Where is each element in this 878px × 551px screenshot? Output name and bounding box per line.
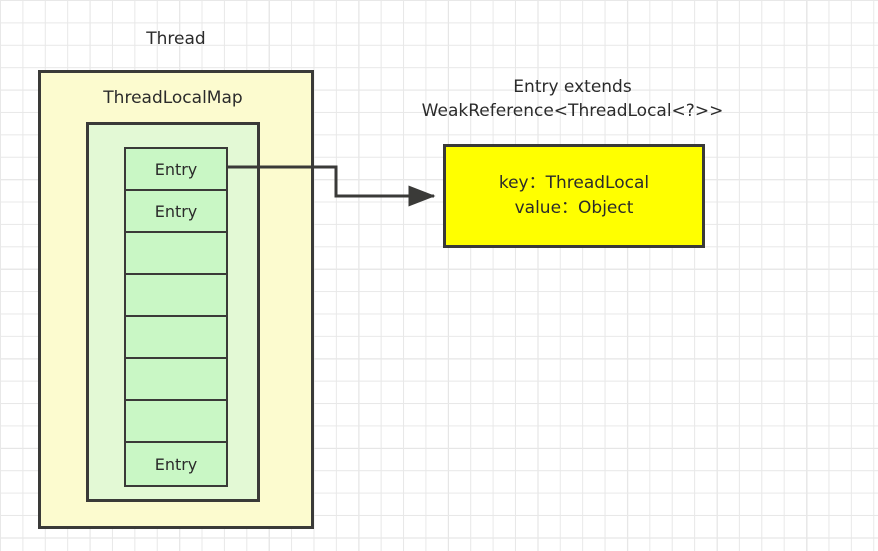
entry-cell[interactable] [126, 275, 226, 317]
entry-value-line: value：Object [514, 198, 634, 218]
entry-object-box: key：ThreadLocal value：Object [443, 144, 705, 248]
entry-cell[interactable]: Entry [126, 443, 226, 485]
entry-cell[interactable] [126, 359, 226, 401]
threadlocalmap-label: ThreadLocalMap [103, 88, 243, 108]
entry-cell[interactable]: Entry [126, 191, 226, 233]
entry-cell[interactable] [126, 317, 226, 359]
entry-table: Entry Entry Entry [124, 147, 228, 487]
thread-label: Thread [146, 29, 206, 49]
entry-cell[interactable] [126, 233, 226, 275]
entry-extends-line2: WeakReference<ThreadLocal<?>> [421, 101, 724, 121]
entry-extends-line1: Entry extends [513, 77, 632, 97]
entry-cell[interactable]: Entry [126, 149, 226, 191]
entry-key-line: key：ThreadLocal [498, 173, 650, 193]
entry-cell[interactable] [126, 401, 226, 443]
entry-extends-label: Entry extends WeakReference<ThreadLocal<… [400, 75, 745, 123]
